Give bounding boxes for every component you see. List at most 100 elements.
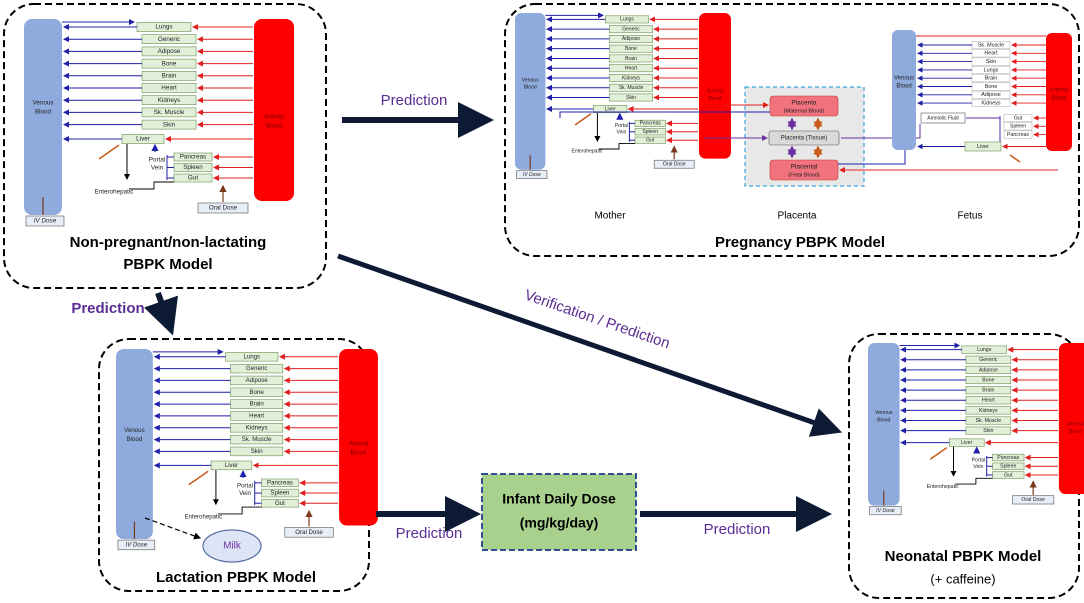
neonatal-organ-label: Generic [979,357,998,363]
lactation-portal-label-2: Vein [239,490,251,497]
nonpregnant-arterial-label: Arterial [264,114,284,121]
nonpregnant-portal-label-2: Vein [151,165,164,172]
placenta-maternal-box [769,95,839,117]
lactation-venous-label-2: Blood [127,436,143,443]
nonpregnant-organ-label: Lungs [155,24,172,31]
mother-label: Mother [594,211,626,222]
lactation-arterial-label: Arterial [349,441,368,448]
mother-iv-dose-box [516,170,548,179]
mother-liver-label: Liver [605,106,616,112]
prediction-label-pregnancy: Prediction [381,92,448,109]
mother-arterial-blood-bar [699,13,731,159]
mother-venous-label: Venous [522,78,539,84]
lactation-gi-label: Pancreas [267,479,293,486]
neonatal-iv-dose-box [869,506,902,516]
lactation-organ-label: Lungs [243,353,260,360]
mother-portal-label-2: Vein [617,130,627,136]
milk-label: Milk [223,541,242,552]
fetus-liver-label: Liver [977,144,989,150]
fetus-gi-box [1003,130,1033,139]
nonpregnant-oral-dose-box [197,202,249,214]
nonpregnant-title-line1: Non-pregnant/non-lactating [70,234,267,251]
placenta-fetal-box [769,159,839,181]
amniotic-fluid-label: Amniotic Fluid [927,115,959,121]
arrow-nonpreg-to-neonatal [337,253,843,437]
fetus-organ-label: Sk. Muscle [978,42,1004,48]
lactation-oral-dose-label: Oral Dose [295,529,323,536]
mother-organ-label: Kidneys [622,75,640,81]
lactation-organ-label: Skin [251,448,263,455]
fetus-gi-box [1003,122,1033,131]
infant-dose-line2: (mg/kg/day) [520,515,599,531]
fetus-model-diagram: Venous Blood Arterial Blood Sk. MuscleHe… [892,30,1072,163]
fetus-arterial-blood-bar [1046,33,1072,151]
lactation-organ-label: Brain [250,401,264,408]
lactation-organ-label: Bone [250,389,265,396]
nonpregnant-gi-label: Gut [188,175,198,182]
neonatal-arterial-blood-bar [1058,343,1084,495]
lactation-organ-label: Heart [249,413,264,420]
nonpregnant-frame [3,3,327,289]
neonatal-organ-label: Skin [983,428,993,434]
mother-organ-label: Bone [625,46,637,52]
placenta-tissue-box [768,130,840,146]
fetus-organ-label: Heart [984,51,998,57]
lactation-organ-label: Generic [246,365,267,372]
pregnancy-frame [504,3,1080,257]
lactation-iv-dose-label: IV Dose [126,542,148,549]
neonatal-portal-label: Portal [972,457,986,463]
fetus-arterial-label-2: Blood [1051,96,1066,102]
neonatal-venous-label-2: Blood [877,418,890,424]
mother-arterial-label: Arterial [707,89,723,95]
mother-organ-label: Generic [622,26,640,32]
mother-organ-label: Heart [625,66,638,72]
fetus-gi-box [1003,114,1033,122]
neonatal-organ-label: Lungs [977,347,992,353]
nonpregnant-arterial-label-2: Blood [266,123,283,130]
fetus-label: Fetus [957,211,982,222]
neonatal-oral-dose-box [1012,495,1055,505]
mother-organ-label: Skin [626,95,636,101]
nonpregnant-organ-label: Adipose [158,48,181,55]
mother-organ-label: Adipose [622,36,640,42]
fetus-venous-blood-bar [892,30,916,150]
neonatal-arterial-label: Arterial [1067,422,1084,428]
nonpregnant-iv-dose-label: IV Dose [34,218,57,225]
nonpregnant-model-diagram: VenousBloodArterialBloodLungsGenericAdip… [24,19,294,227]
placenta-maternal-line2: (Maternal Blood) [784,108,825,114]
lactation-model-diagram: VenousBloodArterialBloodLungsGenericAdip… [116,348,378,551]
nonpregnant-organ-label: Sk. Muscle [154,109,185,116]
nonpregnant-enterohepatic-label: Enterohepatic [95,189,134,196]
mother-enterohepatic-label: Enterohepatic [571,149,603,155]
lactation-title: Lactation PBPK Model [156,569,316,586]
nonpregnant-organ-label: Heart [161,85,177,92]
mother-venous-blood-bar [515,13,546,170]
milk-ellipse [202,529,262,563]
fetus-organ-label: Lungs [984,67,999,73]
mother-gi-label: Pancreas [640,121,662,127]
neonatal-model-diagram: VenousBloodArterialBloodLungsGenericAdip… [868,342,1084,516]
nonpregnant-iv-dose-box [25,215,65,227]
amniotic-fluid-box [920,112,966,124]
fetus-organ-label: Adipose [981,92,1000,98]
lactation-organ-label: Kidneys [246,424,268,431]
nonpregnant-organ-label: Generic [158,36,180,43]
neonatal-organ-label: Heart [982,398,995,404]
placenta-fetal-line1: Placental [791,164,818,171]
fetus-arterial-label-1: Arterial [1049,88,1068,94]
neonatal-subtitle: (+ caffeine) [930,571,995,586]
lactation-arterial-label-2: Blood [351,449,367,456]
nonpregnant-organ-label: Brain [162,72,177,79]
fetus-organ-label: Brain [985,76,998,82]
neonatal-gi-label: Gut [1004,472,1013,478]
placenta-compartment: Placenta (Maternal Blood) Placenta (Tiss… [559,86,1058,187]
nonpregnant-venous-label: Venous [32,100,53,107]
neonatal-organ-label: Brain [982,388,994,394]
placenta-maternal-line1: Placenta [791,100,817,107]
neonatal-gi-label: Spleen [1000,464,1016,470]
fetus-gi-label: Gut [1014,115,1023,121]
neonatal-liver-label: Liver [961,440,973,446]
neonatal-venous-blood-bar [868,343,900,506]
neonatal-organ-label: Bone [982,377,994,383]
lactation-gi-label: Spleen [270,490,289,497]
